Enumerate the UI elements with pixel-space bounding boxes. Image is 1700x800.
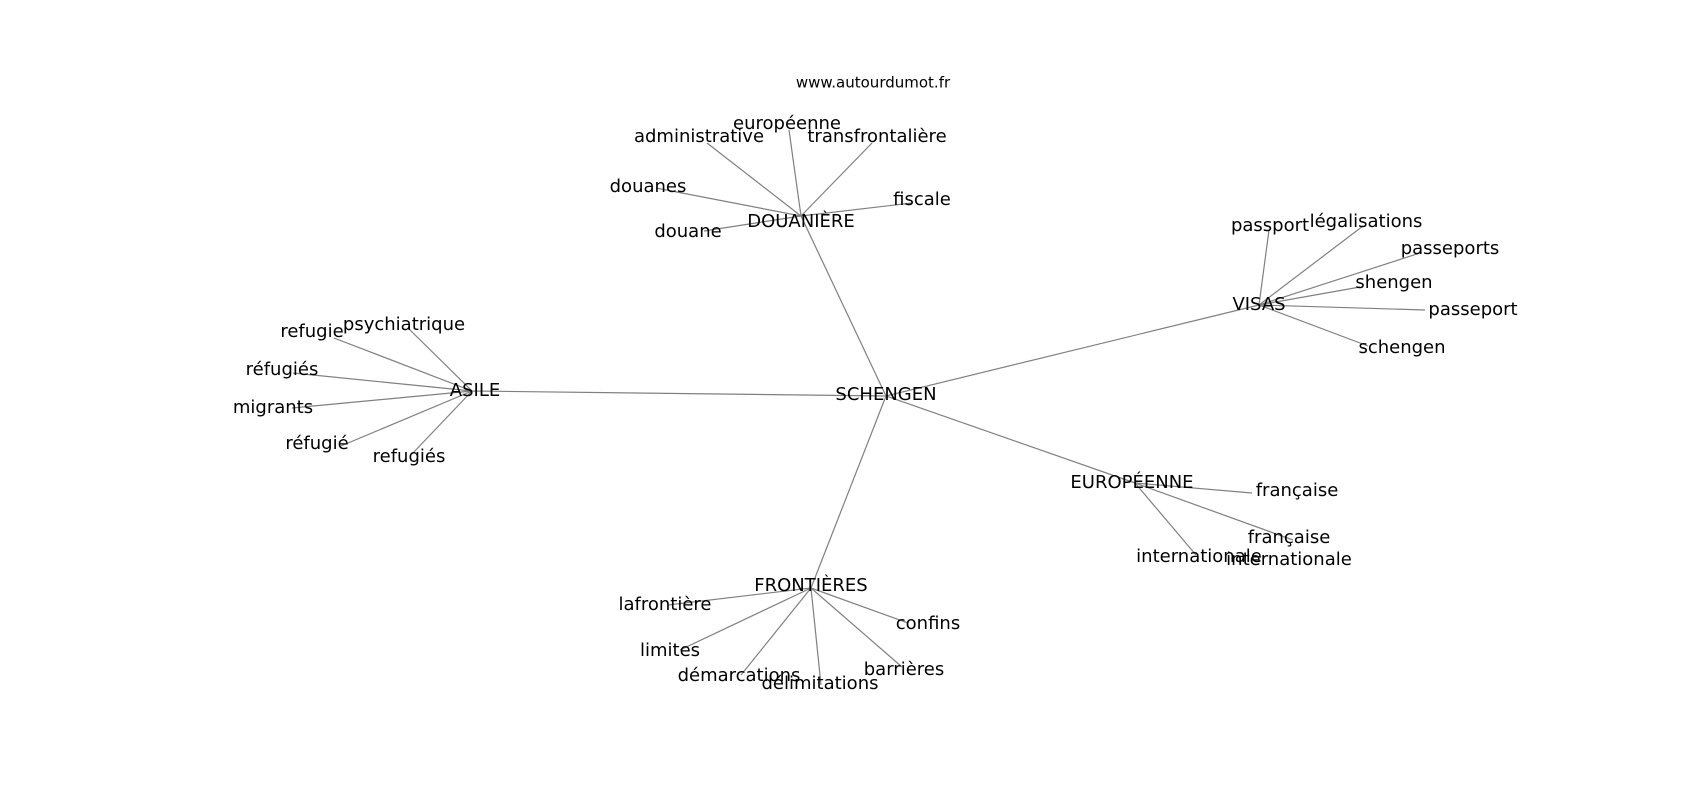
edge-center-visas xyxy=(885,304,1260,397)
graph-labels: SCHENGEN DOUANIÈRE européenneadministrativ… xyxy=(233,113,1518,694)
leaf-node-frontieres: barrières xyxy=(864,659,944,680)
leaf-node-visas: shengen xyxy=(1355,272,1432,293)
leaf-node-douaniere: fiscale xyxy=(893,189,951,210)
edge-europeenne-leaf xyxy=(1134,482,1197,556)
leaf-node-asile: refugiés xyxy=(373,446,446,467)
leaf-node-visas: légalisations xyxy=(1310,211,1423,232)
edge-douaniere-leaf xyxy=(703,215,802,232)
edge-frontieres-leaf xyxy=(810,587,903,668)
leaf-node-frontieres: lafrontière xyxy=(618,594,711,615)
edge-asile-leaf xyxy=(291,390,473,409)
edge-asile-leaf xyxy=(292,372,473,392)
edge-europeenne-leaf xyxy=(1134,482,1253,494)
edge-frontieres-leaf xyxy=(740,587,812,676)
edge-asile-leaf xyxy=(411,390,473,455)
edge-douaniere-leaf xyxy=(800,202,913,217)
edge-visas-leaf xyxy=(1258,229,1270,306)
leaf-node-visas: schengen xyxy=(1358,337,1445,358)
edge-center-frontieres xyxy=(810,395,887,589)
edge-center-europeenne xyxy=(885,395,1136,484)
edge-visas-leaf xyxy=(1258,286,1361,306)
leaf-node-frontieres: limites xyxy=(640,640,700,661)
leaf-node-visas: passeports xyxy=(1401,238,1500,259)
leaf-node-asile: psychiatrique xyxy=(343,314,465,335)
leaf-node-douaniere: transfrontalière xyxy=(807,126,946,147)
edge-center-douaniere xyxy=(800,215,887,397)
leaf-node-asile: migrants xyxy=(233,397,313,418)
hub-node-europeenne: EUROPÉENNE xyxy=(1070,471,1193,493)
edge-visas-leaf xyxy=(1258,304,1426,311)
leaf-node-asile: réfugié xyxy=(285,433,348,454)
edge-douaniere-leaf xyxy=(800,142,873,217)
leaf-node-europeenne: internationale xyxy=(1136,546,1262,567)
graph-edges xyxy=(291,129,1426,686)
watermark-text: www.autourdumot.fr xyxy=(796,74,951,92)
leaf-node-douaniere: européenne xyxy=(733,113,841,134)
leaf-node-europeenne: française xyxy=(1256,480,1339,501)
edge-frontieres-leaf xyxy=(667,587,812,606)
edge-visas-leaf xyxy=(1258,304,1369,347)
edge-europeenne-leaf xyxy=(1134,482,1294,541)
leaf-node-visas: passeport xyxy=(1428,299,1517,320)
leaf-node-douaniere: douane xyxy=(654,221,721,242)
hub-node-frontieres: FRONTIÈRES xyxy=(754,574,867,596)
leaf-node-frontieres: démarcations xyxy=(678,665,801,686)
leaf-node-douaniere: administrative xyxy=(634,126,764,147)
edge-douaniere-leaf xyxy=(706,142,802,217)
edge-douaniere-leaf xyxy=(655,187,802,217)
edge-center-asile xyxy=(471,390,887,397)
leaf-node-frontieres: délimitations xyxy=(762,673,879,694)
hub-node-visas: VISAS xyxy=(1232,294,1285,315)
leaf-node-douaniere: douanes xyxy=(610,176,687,197)
leaf-node-visas: passport xyxy=(1231,215,1309,236)
hub-node-asile: ASILE xyxy=(450,380,500,401)
hub-node-douaniere: DOUANIÈRE xyxy=(747,210,855,232)
leaf-node-asile: refugie xyxy=(280,321,343,342)
edge-asile-leaf xyxy=(333,337,473,392)
edge-asile-leaf xyxy=(407,327,473,392)
leaf-node-frontieres: confins xyxy=(896,613,960,634)
edge-visas-leaf xyxy=(1258,225,1364,306)
edge-frontieres-leaf xyxy=(810,587,822,686)
edge-frontieres-leaf xyxy=(679,587,812,651)
center-node-label: SCHENGEN xyxy=(835,384,936,405)
edge-visas-leaf xyxy=(1258,252,1421,306)
edge-douaniere-leaf xyxy=(788,129,802,217)
leaf-node-asile: réfugiés xyxy=(246,359,319,380)
edge-asile-leaf xyxy=(340,390,473,447)
edge-frontieres-leaf xyxy=(810,587,909,624)
